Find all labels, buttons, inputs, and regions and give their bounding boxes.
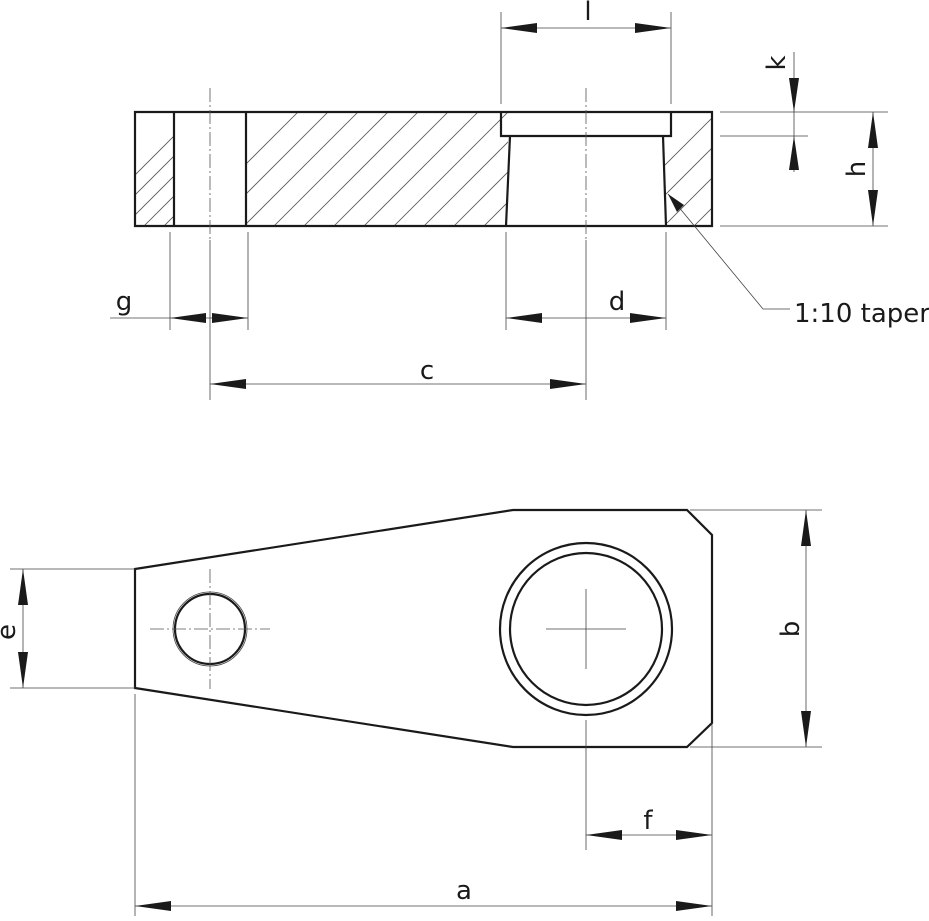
counterbore-circle [498,541,674,717]
dimension-label-b: b [776,621,806,638]
dimension-l: l [501,0,671,33]
dimension-label-a: a [456,876,472,906]
dimension-e: e [0,569,28,688]
bore-centerlines [546,589,626,669]
dimension-label-k: k [762,55,792,70]
section-extension-lines [169,12,888,400]
dimension-label-h: h [842,161,872,177]
dimension-label-c: c [420,356,434,386]
plan-view [10,508,822,916]
dimension-label-l: l [584,0,591,27]
section-outline [133,110,714,228]
plan-extension-lines [10,509,822,916]
dimension-h: h [842,112,878,226]
section-view [133,12,888,400]
dimension-c: c [210,356,586,389]
taper-bore-section [504,135,668,227]
dimension-label-e: e [0,624,22,640]
dimension-k: k [762,52,799,172]
dimension-a: a [135,876,712,911]
dimension-label-d: d [609,287,626,317]
bore-circle [508,551,664,707]
dimension-label-f: f [643,806,653,836]
section-hatching [135,112,712,226]
pin-hole-centerlines [150,569,270,689]
taper-leader [667,193,790,310]
dimension-f: f [586,806,712,840]
dimension-label-g: g [116,287,133,317]
dimension-b: b [776,510,811,747]
dimension-d: d [506,287,666,323]
pin-hole-section [172,112,248,226]
plan-outline [133,508,714,749]
taper-label: 1:10 taper [794,299,929,329]
dimension-g: g [110,287,248,323]
